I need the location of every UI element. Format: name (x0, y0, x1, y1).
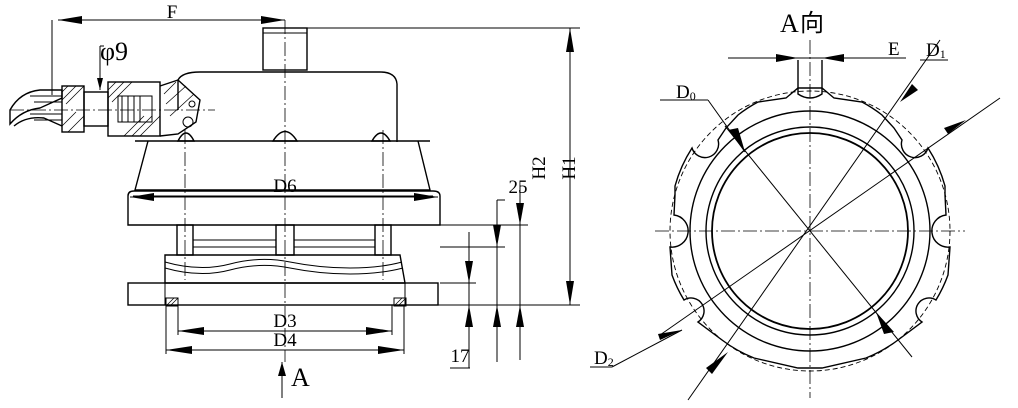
label-e: E (888, 39, 900, 60)
bolt-right (370, 132, 392, 142)
view-a: A 向 D0 D1 D2 (590, 9, 1001, 401)
diagonal-2 (659, 97, 1001, 336)
ring-inner (711, 132, 909, 330)
bolt-left (176, 132, 196, 142)
cable-gland (9, 79, 215, 137)
view-a-title-letter: A (780, 9, 799, 38)
label-view-arrow-a: A (291, 363, 310, 392)
upper-cover (177, 71, 398, 142)
label-d1: D1 (926, 40, 946, 61)
seal-left (165, 297, 179, 307)
label-h1: H1 (559, 156, 580, 179)
label-d4: D4 (273, 330, 297, 351)
top-knob (262, 27, 308, 71)
label-phi9: φ9 (100, 37, 128, 66)
label-d2: D2 (594, 348, 614, 369)
label-d6: D6 (273, 176, 296, 197)
ring-outer (689, 110, 931, 352)
view-a-title-direction: 向 (800, 9, 824, 37)
front-view: D6 D3 D4 A (9, 2, 580, 398)
label-17: 17 (451, 346, 470, 367)
top-lug (797, 60, 823, 99)
pitch-circle (669, 90, 951, 372)
d6-disk (127, 190, 441, 226)
label-h2: H2 (529, 156, 550, 179)
label-d3: D3 (273, 311, 296, 332)
middle-body (134, 140, 431, 191)
diagonal-3 (687, 39, 941, 401)
seal-right (393, 297, 407, 307)
ring-middle (705, 126, 915, 336)
label-25: 25 (509, 177, 528, 198)
label-d0: D0 (676, 82, 696, 103)
outer-flange (669, 87, 951, 369)
base-flange (127, 282, 439, 306)
label-f: F (167, 2, 178, 23)
